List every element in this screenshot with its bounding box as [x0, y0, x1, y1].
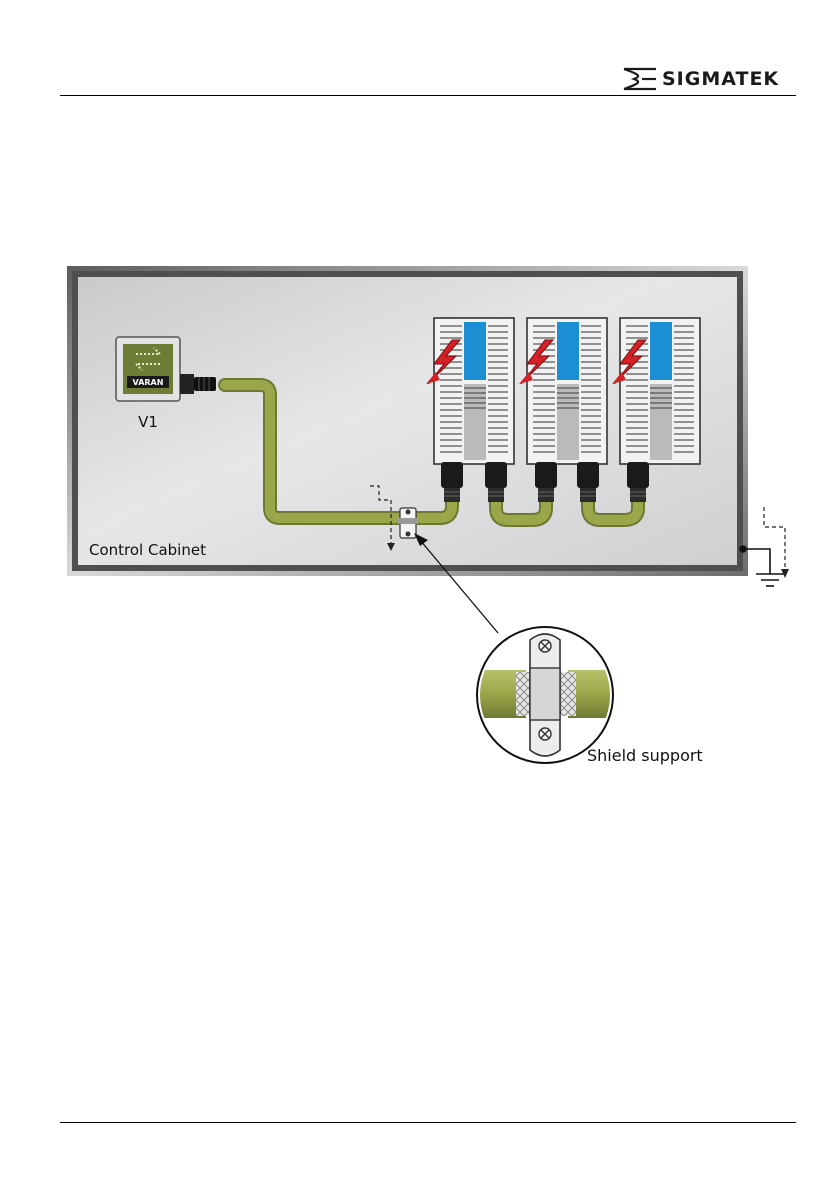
cabinet-label: Control Cabinet	[89, 541, 206, 559]
footer-rule	[60, 1122, 796, 1123]
varan-badge: VARAN	[133, 378, 164, 387]
detail-label: Shield support	[587, 746, 703, 765]
device-label: V1	[138, 413, 158, 431]
io-module-3	[620, 318, 700, 464]
io-module-2	[527, 318, 607, 464]
cabinet-ground-arrow	[764, 507, 789, 578]
shield-support-detail	[470, 627, 628, 763]
io-module-1	[434, 318, 514, 464]
